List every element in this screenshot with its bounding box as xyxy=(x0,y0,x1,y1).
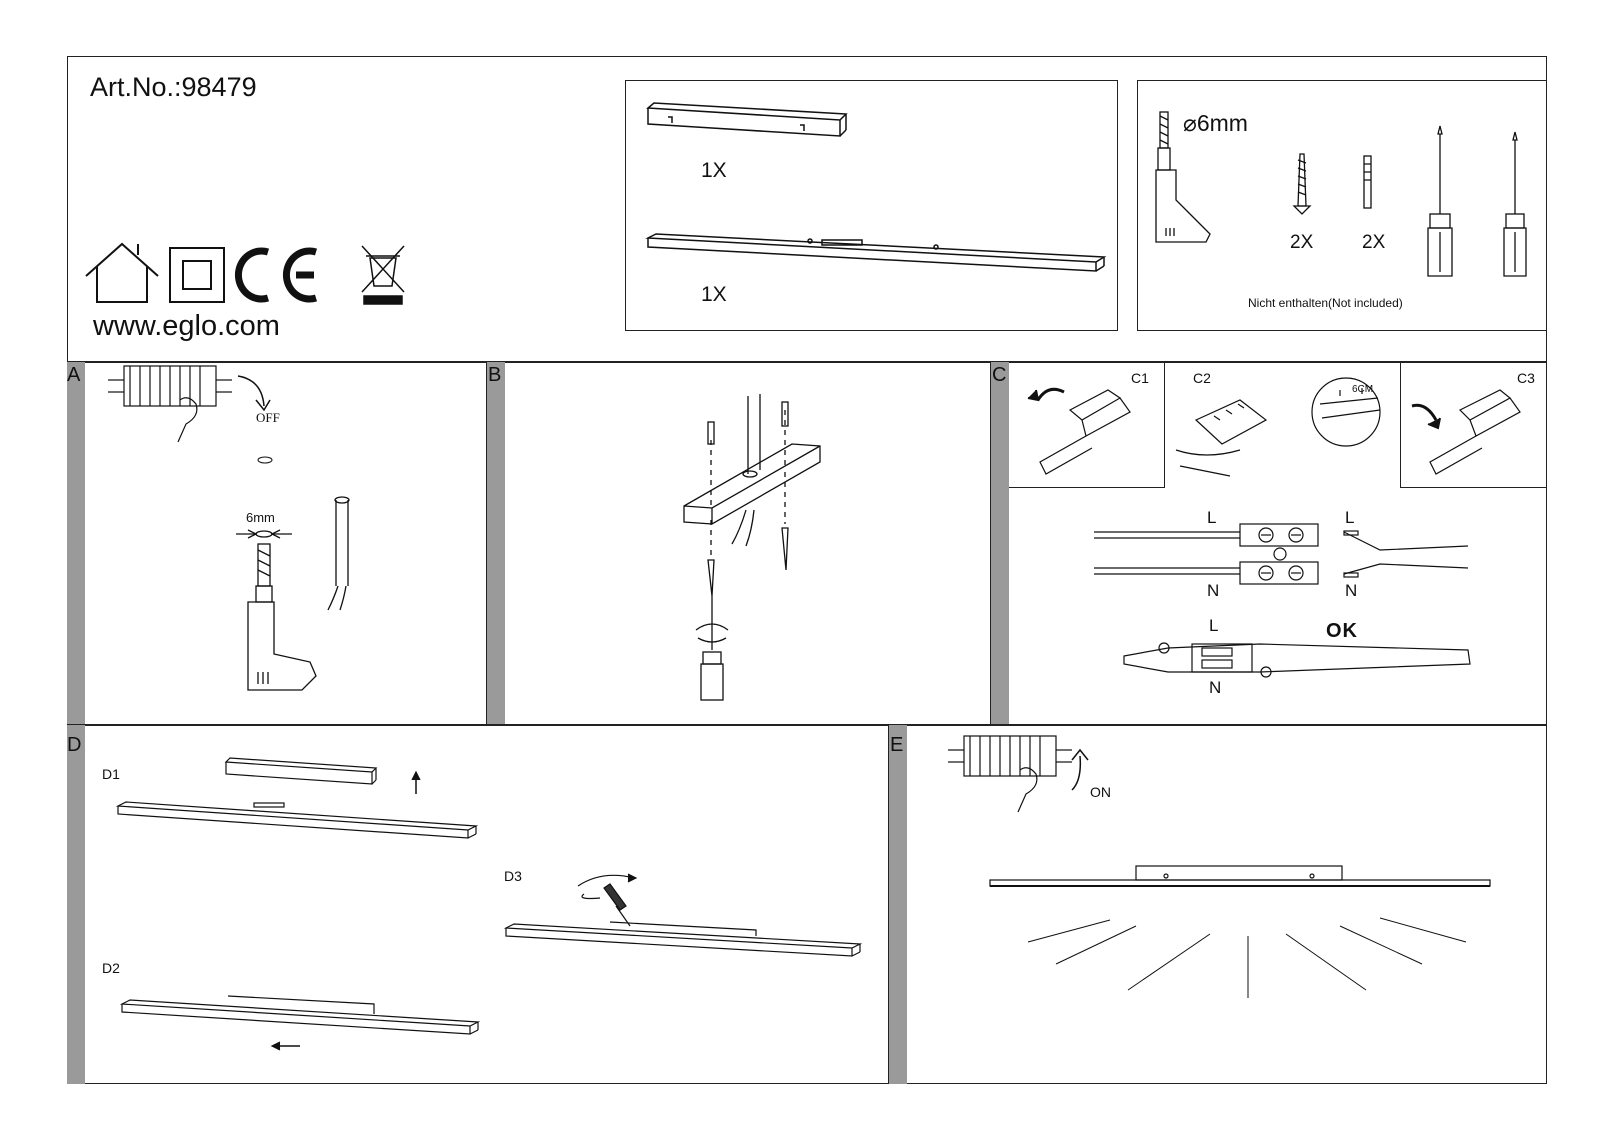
power-cable-icon xyxy=(327,496,350,611)
fuse-box-off-icon xyxy=(108,365,232,443)
bar-quantity: 1X xyxy=(701,283,727,306)
light-rays-icon xyxy=(1027,917,1467,998)
mounting-bracket-drawing xyxy=(646,102,848,137)
screw-quantity: 2X xyxy=(1290,232,1314,253)
live-wire-label-right: L xyxy=(1345,508,1355,527)
step-c3-box xyxy=(1400,362,1547,488)
step-c2-label: C2 xyxy=(1193,370,1211,386)
drill-diameter-label: 6mm xyxy=(246,510,275,525)
panel-d-sidebar xyxy=(67,725,85,1084)
d3-tighten-screw-icon xyxy=(503,873,863,957)
indoor-use-house-icon xyxy=(85,242,159,303)
weee-crossed-bin-icon xyxy=(361,245,405,305)
off-label: OFF xyxy=(256,410,280,425)
panel-b-letter: B xyxy=(488,364,502,386)
panel-divider-d-e xyxy=(888,725,890,1084)
step-d3-label: D3 xyxy=(504,868,522,884)
divider-top xyxy=(67,361,1547,363)
live-wire-label-bottom: L xyxy=(1209,616,1219,635)
panel-c-letter: C xyxy=(992,364,1007,386)
installed-luminaire-icon xyxy=(989,865,1491,887)
divider-middle xyxy=(67,724,1547,726)
tools-box xyxy=(1137,80,1547,331)
off-arrow-icon xyxy=(237,375,271,412)
panel-c-sidebar xyxy=(991,362,1009,724)
parts-box xyxy=(625,80,1118,331)
ceiling-mount-assembly-icon xyxy=(683,394,821,597)
panel-a-sidebar xyxy=(67,362,85,724)
bracket-quantity: 1X xyxy=(701,159,727,182)
panel-b-sidebar xyxy=(487,362,505,724)
drill-hole-icon xyxy=(257,456,273,464)
fuse-box-on-icon xyxy=(948,735,1072,813)
neutral-wire-label-bottom: N xyxy=(1209,678,1222,697)
panel-divider-a-b xyxy=(486,362,488,724)
step-d2-label: D2 xyxy=(102,960,120,976)
d2-bar-slide-icon xyxy=(119,995,481,1051)
ce-mark-icon xyxy=(234,247,318,303)
on-label: ON xyxy=(1090,784,1111,800)
neutral-wire-label-left: N xyxy=(1207,581,1220,600)
flat-screwdriver-icon xyxy=(1427,125,1453,277)
panel-a-letter: A xyxy=(67,364,81,386)
c1-connector-open-icon xyxy=(1027,387,1131,475)
ok-label: OK xyxy=(1326,620,1358,642)
panel-e-letter: E xyxy=(890,734,904,756)
drill-size-label: ⌀6mm xyxy=(1183,110,1248,136)
not-included-note: Nicht enthalten(Not included) xyxy=(1248,296,1403,310)
wall-anchor-icon xyxy=(1363,155,1372,209)
on-arrow-icon xyxy=(1071,748,1089,791)
article-number: Art.No.:98479 xyxy=(90,72,257,102)
step-c1-box xyxy=(1009,362,1165,488)
phillips-screwdriver-icon xyxy=(1503,131,1527,277)
step-c3-label: C3 xyxy=(1517,370,1535,386)
live-wire-label-top: L xyxy=(1207,508,1217,527)
neutral-wire-label-right: N xyxy=(1345,581,1358,600)
screw-icon xyxy=(1292,153,1312,215)
assembled-connector-ok-icon xyxy=(1123,642,1471,678)
drill-icon xyxy=(1155,111,1211,243)
step-d1-label: D1 xyxy=(102,766,120,782)
d1-bracket-lift-icon xyxy=(115,757,479,839)
terminal-block-diagram xyxy=(1094,523,1469,585)
panel-e-sidebar xyxy=(889,725,907,1084)
drill-bit-icon xyxy=(236,529,317,691)
c2-wiring-icon xyxy=(1175,377,1381,477)
luminaire-bar-drawing xyxy=(645,233,1107,272)
screwdriver-icon xyxy=(695,596,729,701)
panel-d-letter: D xyxy=(67,734,82,756)
step-c1-label: C1 xyxy=(1131,370,1149,386)
c3-connector-closed-icon xyxy=(1411,389,1521,475)
anchor-quantity: 2X xyxy=(1362,232,1386,253)
panel-divider-b-c xyxy=(990,362,992,724)
website-url: www.eglo.com xyxy=(93,310,280,342)
class-ii-double-insulation-icon xyxy=(169,247,225,303)
